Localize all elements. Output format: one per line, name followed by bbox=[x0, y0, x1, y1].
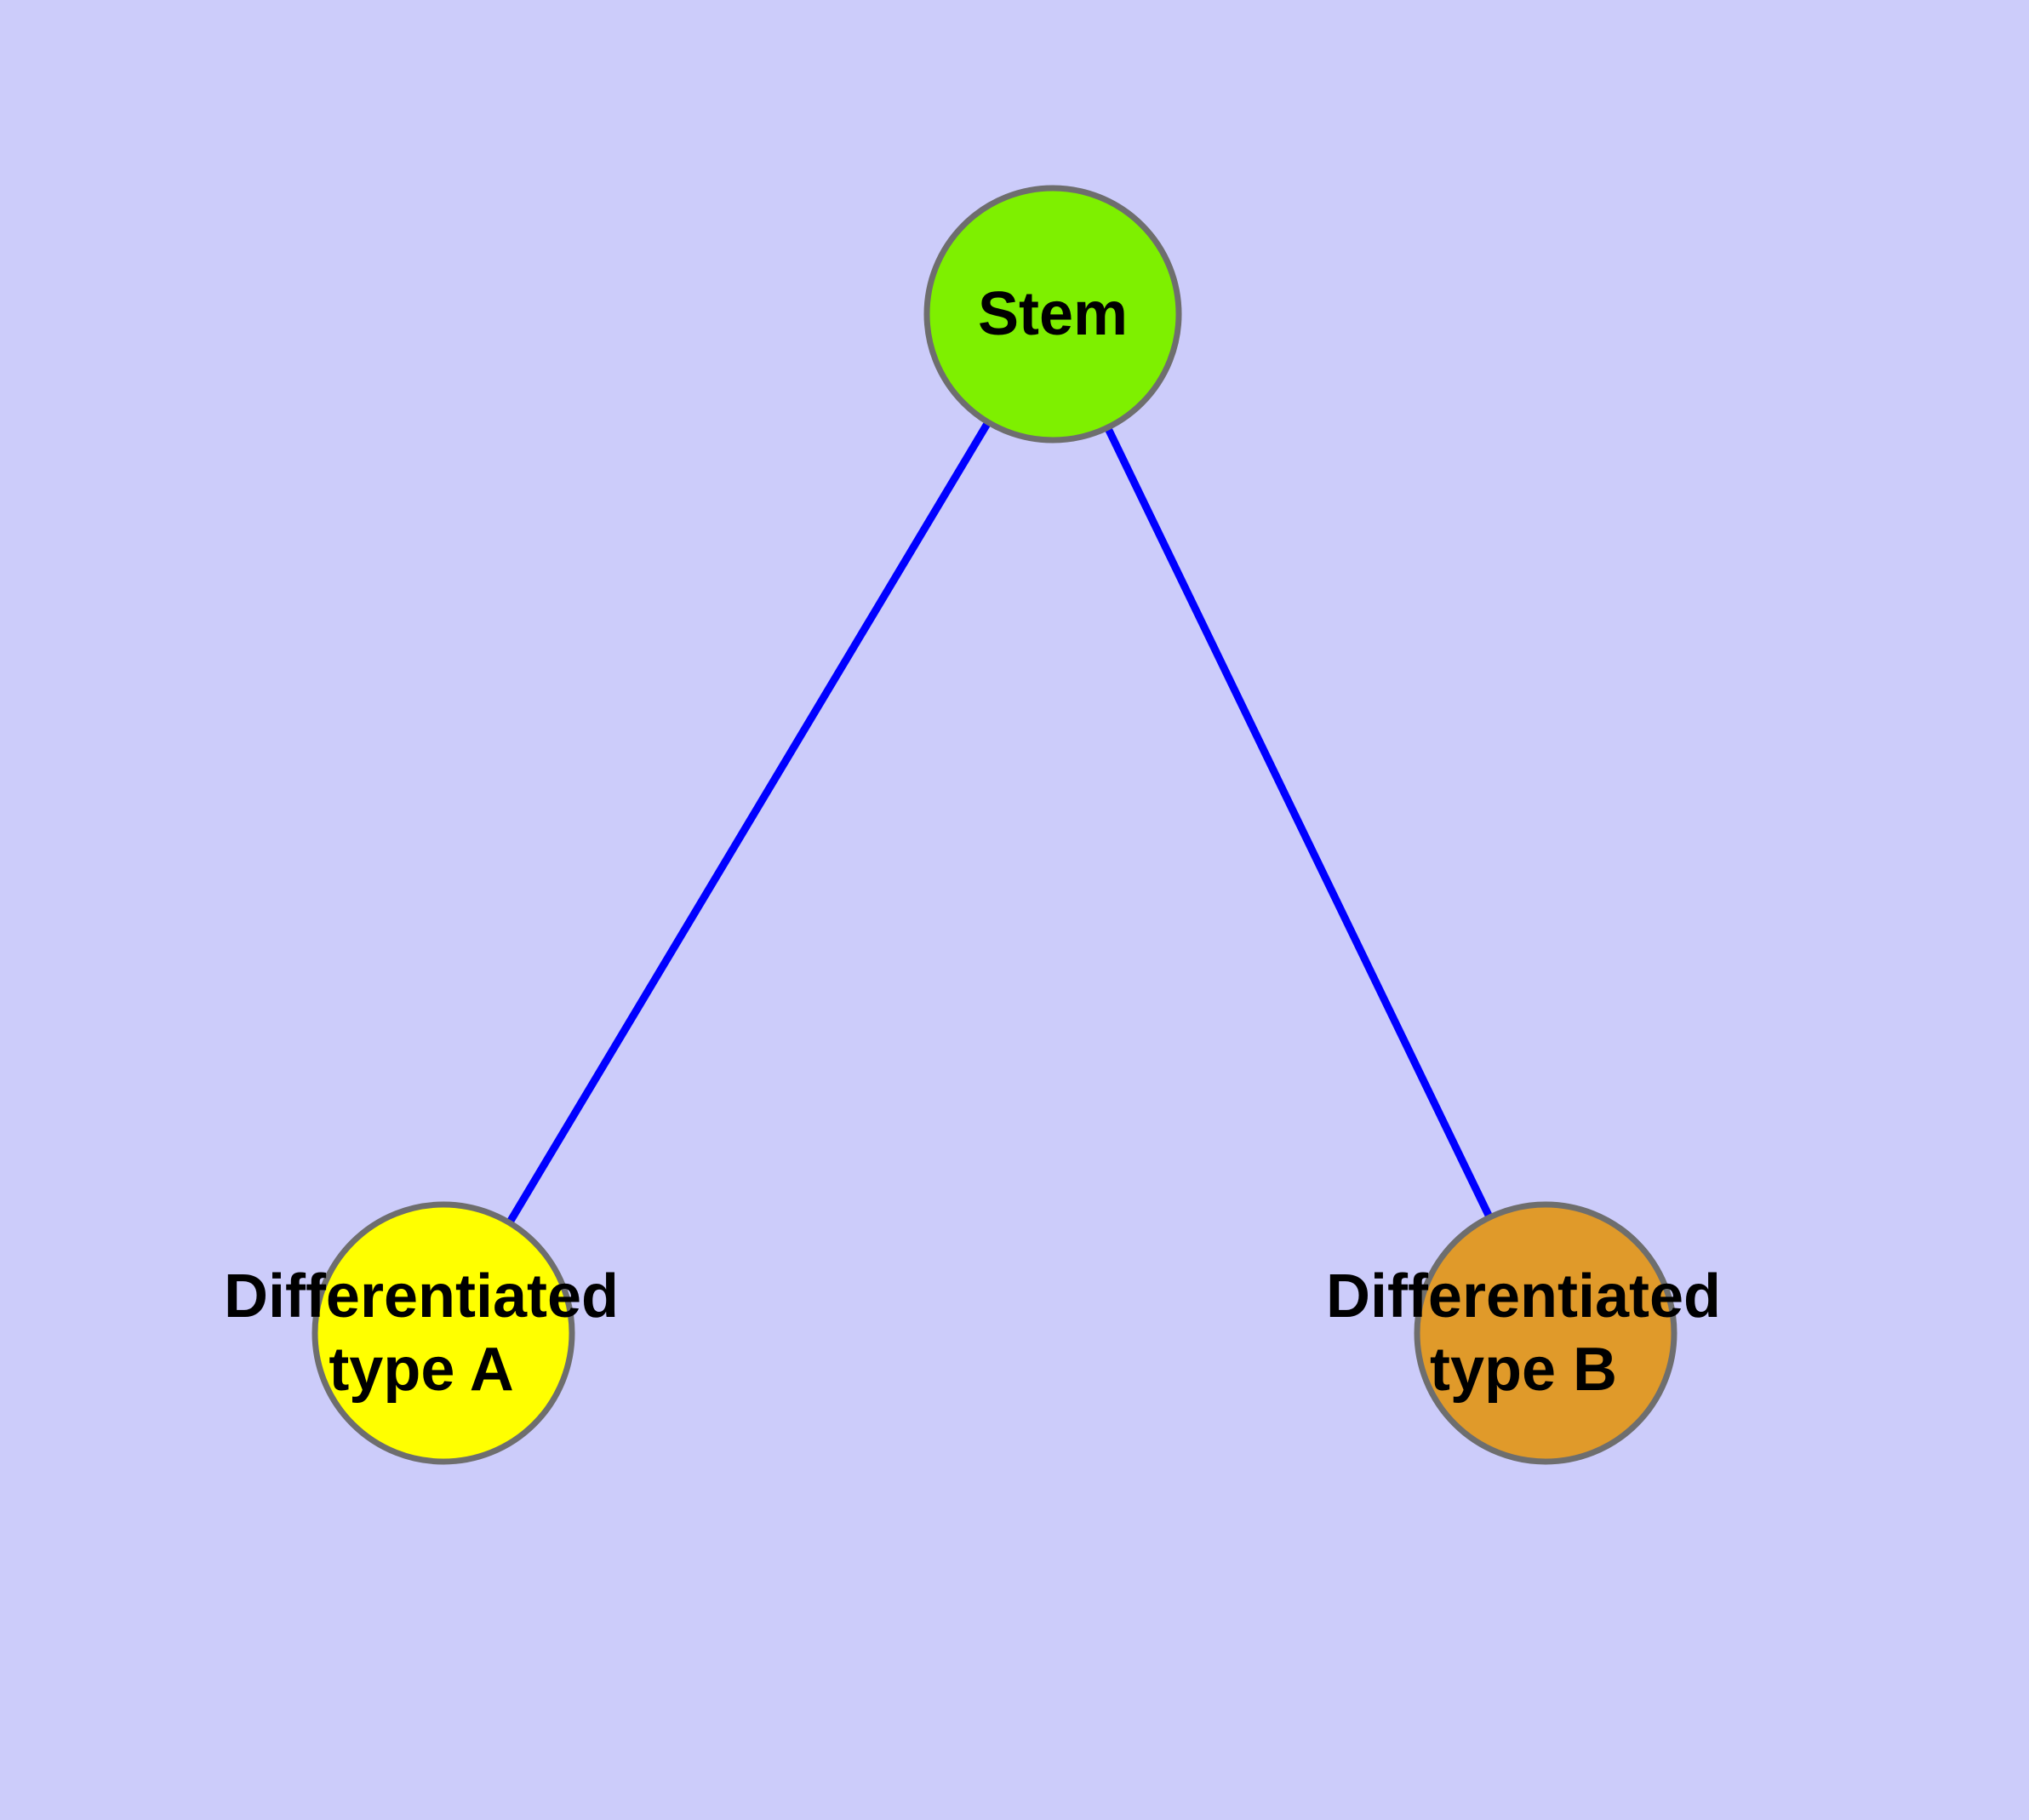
node-label-line: Differentiated bbox=[224, 1262, 619, 1331]
node-stem[interactable] bbox=[923, 185, 1182, 444]
nodes-layer bbox=[311, 185, 1677, 1465]
node-diff-b[interactable] bbox=[1414, 1201, 1677, 1465]
node-diff-a[interactable] bbox=[311, 1201, 575, 1465]
node-label-line: Differentiated bbox=[1326, 1262, 1721, 1331]
edge-stem-to-diff-a bbox=[505, 418, 992, 1227]
node-label-stem: Stem bbox=[978, 280, 1128, 348]
node-label-line: Stem bbox=[978, 280, 1128, 348]
node-label-line: type A bbox=[329, 1336, 513, 1404]
node-label-line: type B bbox=[1430, 1336, 1617, 1404]
edge-stem-to-diff-b bbox=[1103, 424, 1495, 1221]
edges-layer bbox=[505, 418, 1495, 1227]
